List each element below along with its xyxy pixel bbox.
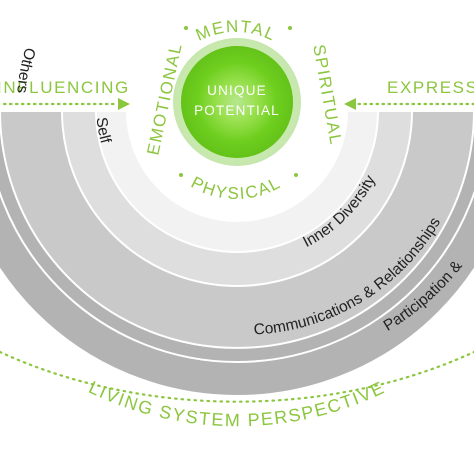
core-line1: UNIQUE [207,83,267,98]
dot [179,173,183,177]
dot [294,173,298,177]
dot [288,26,292,30]
core-line2: POTENTIAL [194,103,280,118]
flow-right-arrow [344,98,356,110]
core-highlight [181,46,293,158]
flow-left-label: INFLUENCING [0,78,130,97]
flow-right-label: EXPRESSING [387,78,474,97]
dot [184,26,188,30]
ring-label-self: Self [92,116,114,146]
flow-left-arrow [118,98,130,110]
